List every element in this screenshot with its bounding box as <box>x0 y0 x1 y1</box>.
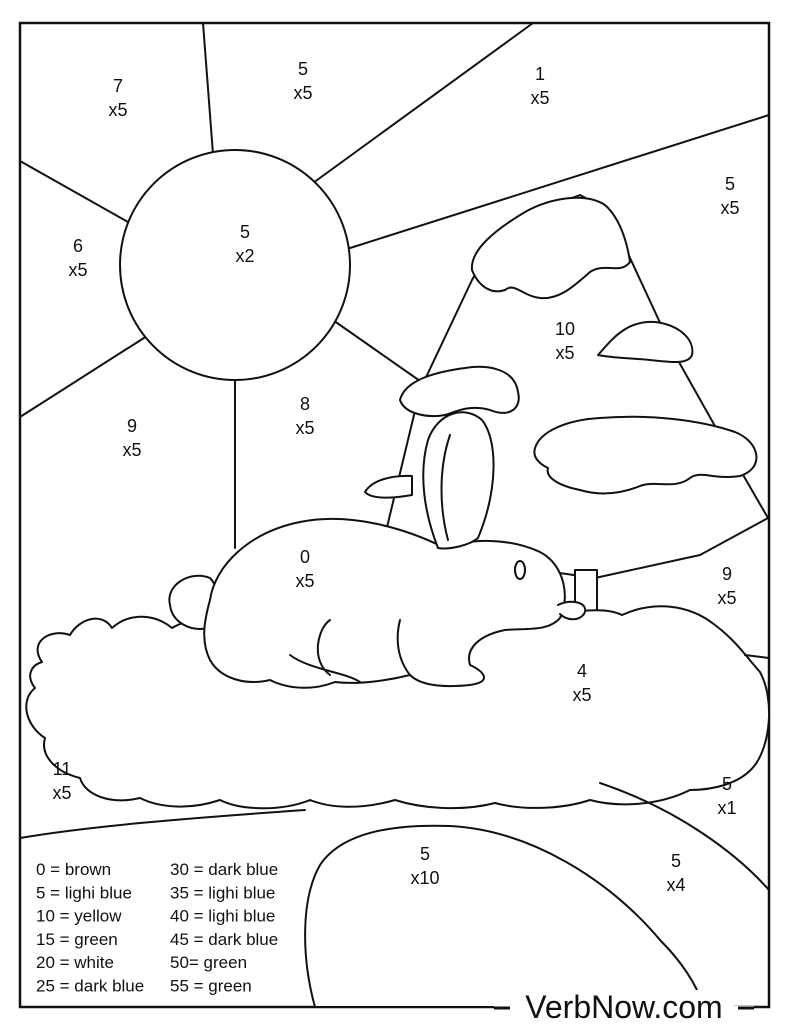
legend-entry: 5 = lighi blue <box>36 883 132 902</box>
hill-left-line <box>19 809 306 839</box>
rabbit-ear <box>422 411 495 550</box>
rabbit-eye <box>514 560 526 580</box>
region-multiplier-snow-cloud: x5 <box>572 685 591 705</box>
region-number-snow-cloud: 4 <box>577 661 587 681</box>
legend-entry: 20 = white <box>36 953 114 972</box>
rabbit-nose <box>557 600 587 621</box>
tree-snow-stub <box>364 474 413 499</box>
region-number-sky-top-left: 7 <box>113 76 123 96</box>
rabbit-body <box>203 517 566 689</box>
region-number-sky-top-right: 1 <box>535 64 545 84</box>
legend-entry: 55 = green <box>170 977 252 996</box>
tree-snow-branch-right <box>533 415 758 495</box>
pond <box>304 824 705 1008</box>
region-number-sky-right: 5 <box>725 174 735 194</box>
brand-text: VerbNow.com <box>525 989 722 1024</box>
rabbit <box>168 411 587 689</box>
hill-right-line <box>599 782 770 891</box>
rabbit-ear-inner <box>440 434 451 541</box>
region-multiplier-tree: x5 <box>555 343 574 363</box>
region-number-tree: 10 <box>555 319 575 339</box>
legend-entry: 25 = dark blue <box>36 977 144 996</box>
legend-entry: 0 = brown <box>36 860 111 879</box>
region-number-sky-top-mid: 5 <box>298 59 308 79</box>
region-multiplier-ground-left: x5 <box>52 783 71 803</box>
sun-circle <box>119 149 351 381</box>
region-number-sky-lower-left: 9 <box>127 416 137 436</box>
legend-entry: 45 = dark blue <box>170 930 278 949</box>
region-multiplier-pond: x10 <box>410 868 439 888</box>
region-multiplier-sky-left: x5 <box>68 260 87 280</box>
region-multiplier-ground-right: x5 <box>717 588 736 608</box>
rabbit-paw <box>289 654 361 683</box>
cloud-edge-line <box>744 654 770 659</box>
region-number-hill-bottom: 5 <box>671 851 681 871</box>
region-number-rabbit: 0 <box>300 547 310 567</box>
legend-entry: 40 = lighi blue <box>170 907 275 926</box>
ground-lines <box>19 782 770 1008</box>
region-number-hill-right: 5 <box>722 774 732 794</box>
tree-snow-patch <box>597 320 694 363</box>
region-number-pond: 5 <box>420 844 430 864</box>
region-number-sky-left: 6 <box>73 236 83 256</box>
sun-rays <box>19 22 770 549</box>
rabbit-hind-leg <box>396 619 411 676</box>
region-multiplier-sky-top-mid: x5 <box>293 83 312 103</box>
tree-snow-branch-left <box>399 365 520 418</box>
legend-entry: 15 = green <box>36 930 118 949</box>
region-labels: 7 x5 5 x5 1 x5 5 x5 5 x2 6 x5 10 x5 8 x5 9 x5 0 x5 9 x5 4 x5 11 x… <box>52 59 739 895</box>
region-multiplier-hill-bottom: x4 <box>666 875 685 895</box>
legend-entry: 35 = lighi blue <box>170 883 275 902</box>
region-number-ground-left: 11 <box>53 759 72 779</box>
region-multiplier-rabbit: x5 <box>295 571 314 591</box>
legend-entry: 10 = yellow <box>36 907 122 926</box>
region-multiplier-sun: x2 <box>235 246 254 266</box>
region-multiplier-sky-top-left: x5 <box>108 100 127 120</box>
region-multiplier-hill-right: x1 <box>717 798 736 818</box>
tree-snow-cap <box>470 196 631 300</box>
region-multiplier-sky-right: x5 <box>720 198 739 218</box>
region-multiplier-sky-mid: x5 <box>295 418 314 438</box>
legend-entry: 30 = dark blue <box>170 860 278 879</box>
legend-entry: 50= green <box>170 953 247 972</box>
region-number-ground-right: 9 <box>722 564 732 584</box>
region-number-sun: 5 <box>240 222 250 242</box>
region-multiplier-sky-top-right: x5 <box>530 88 549 108</box>
color-legend: 0 = brown 5 = lighi blue 10 = yellow 15 = g… <box>36 860 278 996</box>
brand-backdrop <box>514 990 734 1024</box>
region-multiplier-sky-lower-left: x5 <box>122 440 141 460</box>
region-number-sky-mid: 8 <box>300 394 310 414</box>
